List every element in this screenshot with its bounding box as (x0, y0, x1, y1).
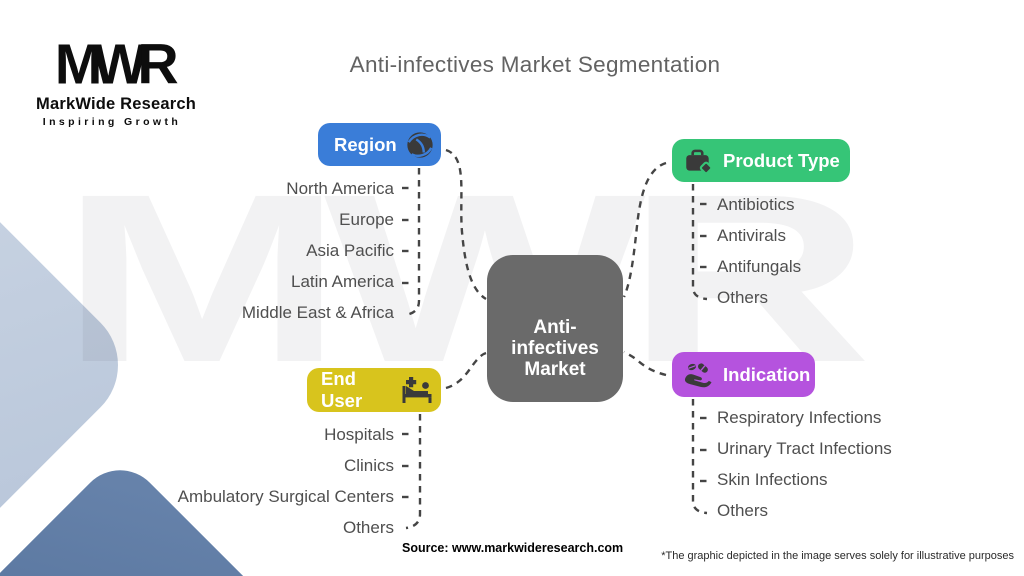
logo-acronym: MWR (54, 33, 179, 97)
branch-pill-product-type: Product Type (672, 139, 850, 182)
indication-item-list: Respiratory Infections Urinary Tract Inf… (717, 407, 892, 531)
connector-enduser-center (445, 351, 487, 390)
segment-item: Ambulatory Surgical Centers (177, 487, 394, 506)
globe-icon (405, 130, 435, 160)
segment-item: Hospitals (324, 425, 394, 444)
segment-item: Europe (339, 210, 394, 229)
connector-region-center (445, 148, 487, 301)
branch-label-indication: Indication (723, 363, 811, 385)
trunk-enduser (405, 414, 422, 530)
segment-item: Others (342, 518, 394, 537)
segment-item: Latin America (291, 272, 394, 291)
hospital-bed-icon (400, 375, 434, 405)
connector-product-center (622, 161, 667, 298)
logo-tagline: Inspiring Growth (42, 116, 182, 128)
end-user-item-list: Hospitals Clinics Ambulatory Surgical Ce… (100, 424, 394, 548)
center-node-label: Anti- infectives Market (511, 317, 599, 380)
branch-pill-indication: Indication (672, 352, 815, 397)
segment-item: Middle East & Africa (241, 303, 394, 322)
trunk-product (691, 184, 708, 301)
branch-pill-region: Region (318, 123, 441, 166)
branch-label-end-user: End User (321, 368, 363, 411)
segment-item: Others (717, 501, 769, 520)
segment-item: North America (286, 179, 394, 198)
trunk-indication (691, 399, 708, 515)
source-text: Source: www.markwideresearch.com (402, 541, 624, 555)
segment-item: Antivirals (717, 226, 786, 245)
segment-item: Clinics (343, 456, 394, 475)
segment-item: Asia Pacific (306, 241, 394, 260)
logo-name: MarkWide Research (36, 95, 197, 113)
product-type-item-list: Antibiotics Antivirals Antifungals Other… (717, 194, 801, 318)
segment-item: Antifungals (717, 257, 802, 276)
connector-indication-center (623, 350, 667, 377)
hand-pills-icon (682, 360, 714, 390)
page-title: Anti-infectives Market Segmentation (349, 52, 721, 77)
segment-item: Urinary Tract Infections (717, 439, 892, 458)
center-node: Anti- infectives Market (487, 255, 623, 402)
markwide-logo: MWR MarkWide Research Inspiring Growth (36, 37, 197, 128)
trunk-region (404, 168, 421, 317)
region-item-list: North America Europe Asia Pacific Latin … (60, 178, 394, 333)
segment-item: Skin Infections (717, 470, 828, 489)
branch-label-product-type: Product Type (723, 149, 840, 171)
segment-item: Respiratory Infections (717, 408, 882, 427)
medical-bag-icon (682, 146, 714, 176)
branch-label-region: Region (334, 133, 397, 155)
segment-item: Others (717, 288, 769, 307)
segment-item: Antibiotics (717, 195, 795, 214)
disclaimer-text: *The graphic depicted in the image serve… (661, 550, 1014, 562)
branch-pill-end-user: End User (307, 368, 441, 412)
